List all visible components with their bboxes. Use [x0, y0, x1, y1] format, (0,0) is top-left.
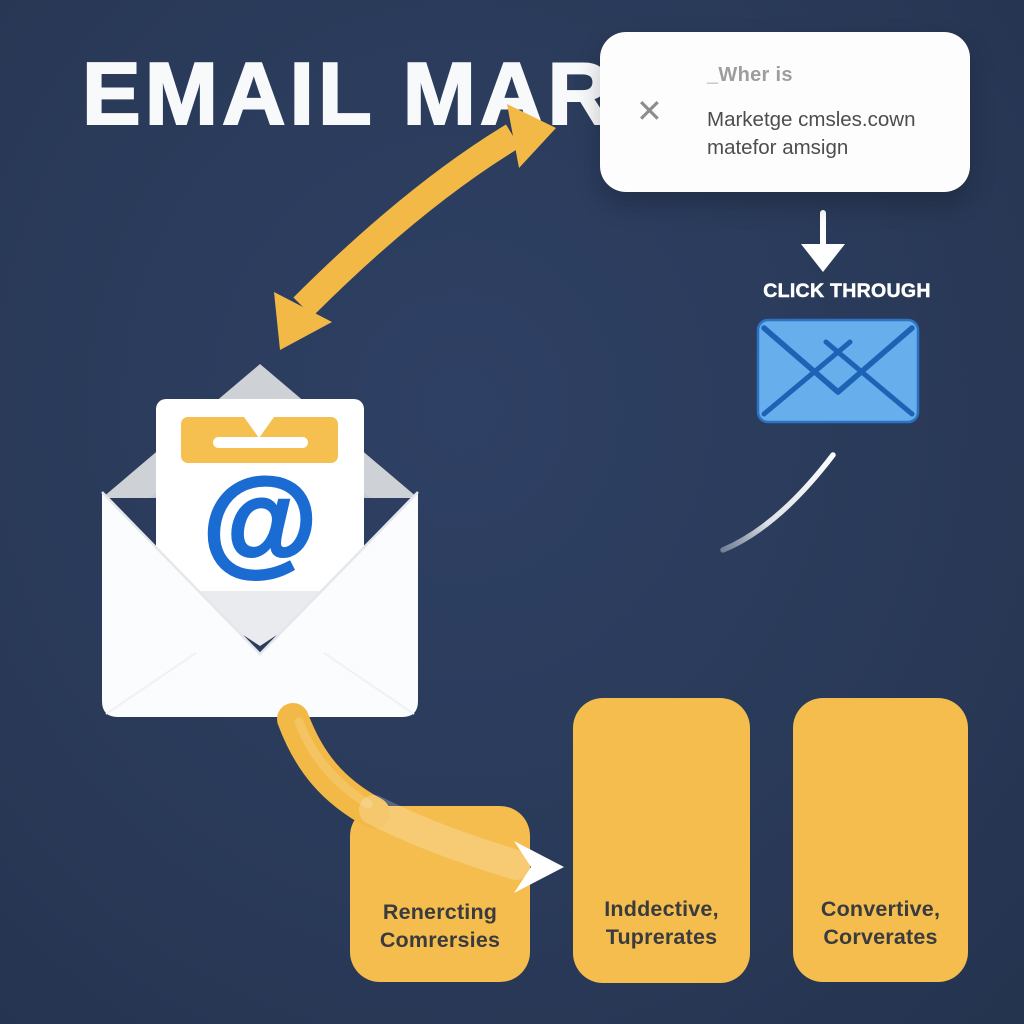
double-curved-arrow: [274, 104, 556, 350]
chevron-arrow-icon: [514, 841, 564, 893]
notification-card: ✕ _Wher is Marketge cmsles.cown matefor …: [600, 32, 970, 192]
click-through-label: CLICK THROUGH: [763, 280, 931, 303]
stage-box-2: Inddective, Tuprerates: [573, 698, 750, 983]
stage-box-1-line1: Renercting: [382, 900, 498, 924]
curved-line: [720, 452, 836, 553]
letter-paper: [156, 399, 364, 591]
stage-box-1-line2: Comrersies: [379, 927, 501, 952]
card-heading: _Wher is: [707, 64, 793, 86]
envelope-front-pocket: [102, 492, 418, 717]
at-symbol-icon: @: [201, 455, 319, 587]
stage-box-3-line1: Convertive,: [820, 897, 941, 921]
stage-box-3-line2: Corverates: [823, 924, 938, 949]
card-body-line1: Marketge cmsles.cown: [707, 108, 916, 131]
blue-envelope-icon: [756, 318, 920, 424]
stage-box-2-line1: Inddective,: [604, 897, 719, 921]
stage-box-3: Convertive, Corverates: [793, 698, 968, 982]
stage-box-2-label: Inddective, Tuprerates: [573, 896, 750, 951]
close-icon[interactable]: ✕: [636, 93, 663, 129]
down-arrow-icon: [801, 210, 845, 272]
stage-box-1-label: Renercting Comrersies: [350, 899, 530, 954]
stage-box-2-line2: Tuprerates: [605, 924, 718, 949]
card-body-line2: matefor amsign: [707, 136, 849, 159]
flow-swoosh-arrow: [277, 703, 531, 880]
open-envelope-icon: [101, 364, 419, 717]
stage-box-3-label: Convertive, Corverates: [793, 896, 968, 951]
card-body: Marketge cmsles.cown matefor amsign: [707, 106, 915, 162]
stage-box-1: Renercting Comrersies: [350, 806, 530, 982]
